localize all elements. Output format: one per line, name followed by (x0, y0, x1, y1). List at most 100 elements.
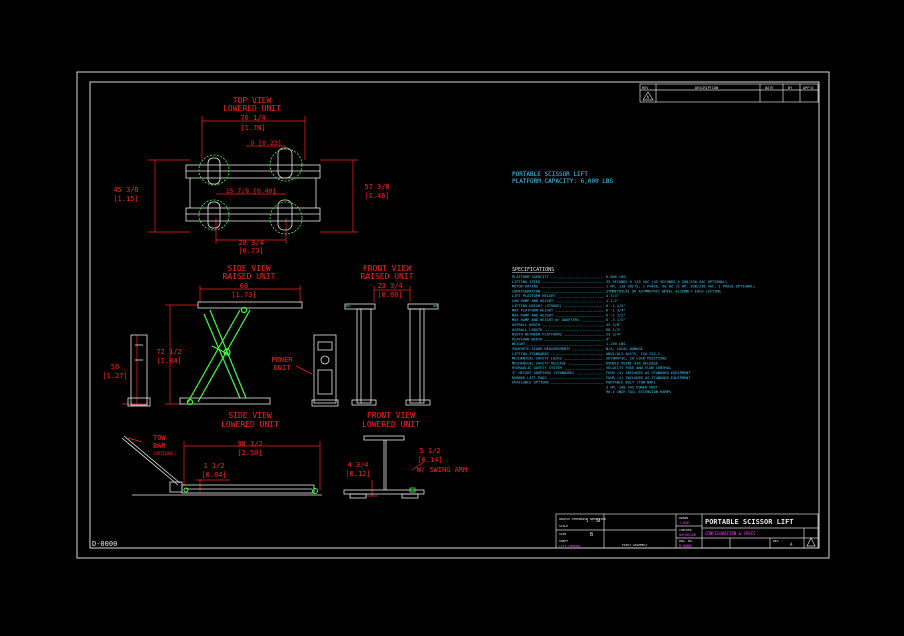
spec-value: DOUBLE POINT AIR RELEASE (606, 361, 658, 365)
product-name: PORTABLE SCISSOR LIFT (512, 171, 588, 178)
rev-header-date: DATE (765, 86, 773, 90)
spec-label: LIFTING HEIGHT (STROKE) (512, 304, 562, 308)
dim-top-left-m: [1.15] (113, 195, 138, 203)
inner-frame (89, 81, 820, 549)
spec-value: 6'-1 3/4" (606, 309, 625, 313)
spec-label: MOTOR RATING (512, 285, 538, 289)
dim-sr-left: 50 (111, 363, 119, 371)
rev-header-by: BY (788, 86, 793, 90)
dim-top-left: 45 3/8 (113, 186, 138, 194)
front-raised-title: FRONT VIEW (363, 264, 411, 273)
spec-value: 55 SECONDS @ 110 VAC (45 SECONDS @ 208/2… (606, 280, 727, 284)
spec-value: 6,000 LBS. (606, 275, 628, 279)
tb-sheet-label: SHEET (559, 539, 568, 543)
spec-value: 3 HP, 208 VAC POWER UNIT (606, 385, 659, 389)
spec-value: VELOCITY FUSE AND FLOW CONTROL (606, 366, 671, 370)
dim-sr-width: 68 (240, 282, 248, 290)
dim-sr-width-m: [1.73] (231, 291, 256, 299)
spec-value: 1,250 LBS. (606, 342, 628, 346)
dim-fl-arm-m: [0.14] (417, 456, 442, 464)
tow-bar-label-3: (OPTIONAL) (153, 451, 177, 456)
spec-value: 1 HP, 110 VOLTS, 1 PHASE, 60 HZ (2 HP, 2… (606, 285, 755, 289)
tb-company: LIFT COMPANY (559, 544, 581, 548)
spec-label: PLATFORM CAPACITY (512, 275, 550, 279)
side-lowered-sub: LOWERED UNIT (221, 420, 279, 429)
tb-drawn-value: J.DOE (679, 521, 690, 525)
revision-block (639, 83, 819, 103)
spec-label: HYDRAULIC SAFETY SYSTEM (512, 366, 563, 370)
side-lowered-drawing: 98 1/2 [2.50] 1 1/2 [0.04] TOW BAR (OPTI… (121, 434, 322, 496)
dim-fr-width: 23 3/4 (377, 282, 402, 290)
tb-title: PORTABLE SCISSOR LIFT (705, 518, 794, 526)
dim-top-bottom-m: [0.73] (238, 247, 263, 255)
tb-rev-label: REV (773, 539, 779, 543)
spec-value: 23 3/4" (606, 333, 621, 337)
spec-value: 6'-3 1/2" (606, 318, 625, 322)
tb-scale-label: SCALE (559, 524, 568, 528)
spec-value: FOUR (4) INCLUDED AS STANDARD EQUIPMENT (606, 376, 691, 380)
tb-first-issue: FIRST ASSEMBLY (622, 543, 647, 547)
side-raised-sub: RAISED UNIT (223, 272, 276, 281)
spec-label: AVAILABLE OPTIONS (512, 381, 549, 385)
spec-value: 6'-1 1/2" (606, 304, 625, 308)
dim-fl-arm: 5 1/2 (419, 447, 440, 455)
dim-sl-height: 1 1/2 (203, 462, 224, 470)
frame-corner-ticks (76, 72, 830, 558)
dim-top-right-m: [1.46] (364, 192, 389, 200)
spec-value: ANSI/ALI ALCTV, CSA C22.2 (606, 352, 660, 356)
tb-rev-value: A (790, 542, 793, 547)
dim-sl-height-m: [0.04] (201, 471, 226, 479)
spec-value: 4 3/4" (606, 294, 619, 298)
tow-bar-label-1: TOW (153, 434, 166, 442)
outer-frame (76, 71, 830, 559)
tb-scale-value: 1 : 50 (586, 518, 601, 523)
tb-dwg-value: D-0000 (679, 544, 692, 548)
tb-check-label: CHECKED (679, 528, 692, 532)
dim-top-mid: 15 7/8 [0.40] (226, 187, 277, 195)
spec-value: FOUR (4) INCLUDED AS STANDARD EQUIPMENT (606, 371, 691, 375)
dim-fl-height: 4 3/4 (347, 461, 368, 469)
spec-label: LIFT PLATFORM HEIGHT (512, 294, 556, 298)
rev-header-desc: DESCRIPTION (695, 86, 718, 90)
tow-bar-label-2: BAR (153, 442, 166, 450)
dim-sr-height-m: [1.84] (156, 357, 181, 365)
front-lowered-title: FRONT VIEW (367, 411, 415, 420)
rev-header-appd: APP'D (803, 86, 814, 90)
dim-sl-length: 98 1/2 (237, 440, 262, 448)
rev-header-rev: REV (642, 86, 649, 90)
dim-top-right: 57 3/8 (364, 183, 389, 191)
spec-label: OVERALL LENGTH (512, 328, 542, 332)
front-lowered-drawing: 4 3/4 [0.12] 5 1/2 [0.14] W/ SWING ARM (343, 435, 467, 499)
spec-label: CONFIGURATION (512, 289, 540, 293)
dim-sl-length-m: [2.50] (237, 449, 262, 457)
spec-label: MECHANICAL SAFETY LOCKS (512, 357, 562, 361)
spec-label: MAX RAMP AND HEIGHT W/ ADAPTERS (512, 318, 579, 322)
dim-top-bottom: 28 3/4 (238, 239, 263, 247)
top-view-drawing: 70 1/4 [1.78] 9 [0.23] 15 7/8 [0.40] 28 … (113, 114, 389, 255)
dim-sr-height: 72 1/2 (156, 348, 181, 356)
top-view-sub: LOWERED UNIT (223, 104, 281, 113)
dim-fl-height-m: [0.12] (345, 470, 370, 478)
platform-capacity: PLATFORM CAPACITY: 6,000 LBS (512, 178, 614, 185)
spec-label: LOW RAMP AND HEIGHT (512, 299, 554, 303)
title-block (555, 513, 819, 549)
spec-value: 45 3/8" (606, 323, 621, 327)
spec-label: OVERALL WIDTH (512, 323, 540, 327)
spec-label: CONCRETE FLOOR REQUIREMENTS (512, 347, 570, 351)
tb-notes: UNLESS OTHERWISE SPECIFIED (559, 517, 606, 521)
spec-label: 3" HEIGHT ADAPTERS (STANDARD) (512, 371, 575, 375)
top-view-title: TOP VIEW (233, 96, 272, 105)
sheet-id: D-0000 (92, 540, 117, 548)
dim-sr-left-m: [1.27] (102, 372, 127, 380)
dim-top-width: 70 1/4 (240, 114, 265, 122)
front-lowered-sub: LOWERED UNIT (362, 420, 420, 429)
spec-label: WEIGHT (512, 342, 526, 346)
tb-size-value: B (590, 532, 593, 538)
spec-value: 9" (606, 337, 610, 341)
spec-value: AUTOMATIC, 10 LOCK POSITIONS (606, 357, 667, 361)
rev-letter: A (647, 95, 650, 100)
spec-value: 1 1/2" (606, 299, 619, 303)
spec-label: MAX PLATFORM HEIGHT (512, 309, 554, 313)
tb-size-label: SIZE (559, 532, 566, 536)
spec-value: SYMMETRICAL OR ASYMMETRIC WHEEL ASSEMBLY… (606, 289, 721, 293)
